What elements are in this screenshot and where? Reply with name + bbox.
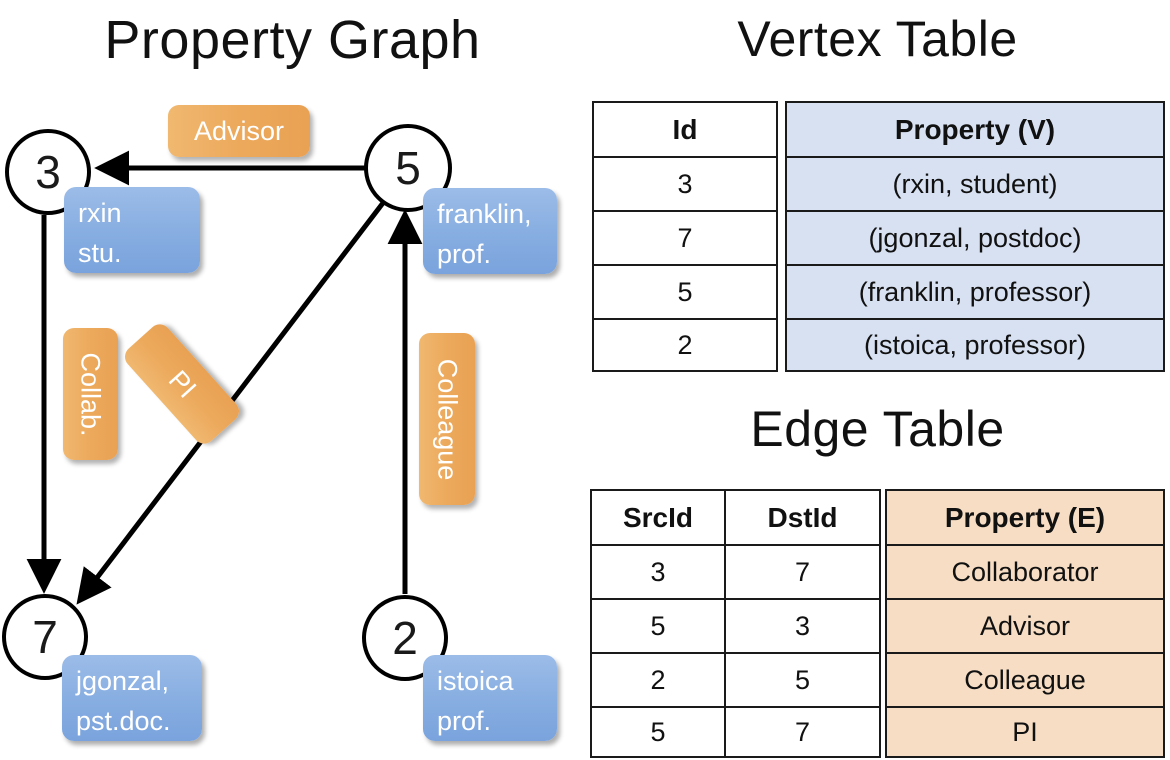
edge-table-cell-property: Advisor <box>887 600 1163 654</box>
graph-edge-label-colleague: Colleague <box>419 333 475 505</box>
graph-edge-label-collab: Collab. <box>63 328 118 460</box>
graph-node-3-label: 3 <box>35 146 61 198</box>
edge-table-property-column: Property (E) Collaborator Advisor Collea… <box>885 489 1165 758</box>
graph-node-3-property-line1: rxin <box>78 198 122 228</box>
graph-node-7-property-box: jgonzal, pst.doc. <box>62 655 202 741</box>
edge-table-dstid-column: DstId 7 3 5 7 <box>724 489 881 758</box>
graph-edge-label-colleague-text: Colleague <box>432 358 463 480</box>
edge-table-srcid-column: SrcId 3 5 2 5 <box>590 489 726 758</box>
graph-node-2-property-line1: istoica <box>437 666 514 696</box>
vertex-table-header-property: Property (V) <box>787 103 1163 158</box>
graph-node-3-property-line2: stu. <box>78 238 122 268</box>
vertex-table-property-column: Property (V) (rxin, student) (jgonzal, p… <box>785 101 1165 372</box>
edge-table-cell-dstid: 5 <box>726 654 879 708</box>
graph-node-7-property-line1: jgonzal, <box>76 666 170 696</box>
page-title-vertex-table: Vertex Table <box>737 11 1018 67</box>
graph-node-2-property-box: istoica prof. <box>423 655 557 741</box>
edge-table-header-srcid: SrcId <box>592 491 724 546</box>
vertex-table-header-id: Id <box>594 103 776 158</box>
edge-table-cell-srcid: 3 <box>592 546 724 600</box>
graph-node-5-property-box: franklin, prof. <box>423 188 557 274</box>
vertex-table-cell-property: (jgonzal, postdoc) <box>787 212 1163 266</box>
edge-table-header-dstid: DstId <box>726 491 879 546</box>
vertex-table-cell-property: (rxin, student) <box>787 158 1163 212</box>
graph-node-7-label: 7 <box>32 611 58 663</box>
edge-table-cell-srcid: 2 <box>592 654 724 708</box>
vertex-table-cell-property: (franklin, professor) <box>787 266 1163 320</box>
graph-node-5-property-line1: franklin, <box>437 199 532 229</box>
graph-node-5-label: 5 <box>395 142 421 194</box>
edge-table-cell-dstid: 3 <box>726 600 879 654</box>
edge-table-cell-srcid: 5 <box>650 716 666 747</box>
vertex-table-cell-id: 2 <box>677 329 693 360</box>
graph-node-2-property-line2: prof. <box>437 706 492 736</box>
edge-table-cell-property: PI <box>887 708 1163 756</box>
graph-edge-label-pi-text: PI <box>162 364 203 404</box>
edge-table-cell-dstid: 7 <box>794 716 811 747</box>
graph-node-2-label: 2 <box>392 612 418 664</box>
property-graph-diagram: 3 5 7 2 rxin stu. franklin, prof. jgonza… <box>2 105 557 741</box>
graph-node-2[interactable]: 2 <box>362 595 448 681</box>
edge-table-cell-property: Colleague <box>887 654 1163 708</box>
edge-table-cell-dstid: 7 <box>726 546 879 600</box>
edge-table-cell-property: Collaborator <box>887 546 1163 600</box>
page-title-property-graph: Property Graph <box>104 10 481 70</box>
graph-node-5-property-line2: prof. <box>437 239 492 269</box>
graph-edge-label-advisor: Advisor <box>168 105 310 157</box>
graph-node-7-property-line2: pst.doc. <box>76 706 171 736</box>
graph-node-3-property-box: rxin stu. <box>64 187 200 273</box>
graph-edge-label-advisor-text: Advisor <box>193 115 285 146</box>
edge-table-header-property: Property (E) <box>887 491 1163 546</box>
edge-table-cell-srcid: 5 <box>592 600 724 654</box>
page-title-edge-table: Edge Table <box>750 401 1005 457</box>
vertex-table-cell-id: 5 <box>594 266 776 320</box>
vertex-table-id-column: Id 3 7 5 2 <box>592 101 778 372</box>
vertex-table-cell-id: 3 <box>594 158 776 212</box>
graph-edge-label-collab-text: Collab. <box>76 351 107 437</box>
vertex-table-cell-id: 7 <box>594 212 776 266</box>
vertex-table-cell-property: (istoica, professor) <box>787 320 1163 370</box>
